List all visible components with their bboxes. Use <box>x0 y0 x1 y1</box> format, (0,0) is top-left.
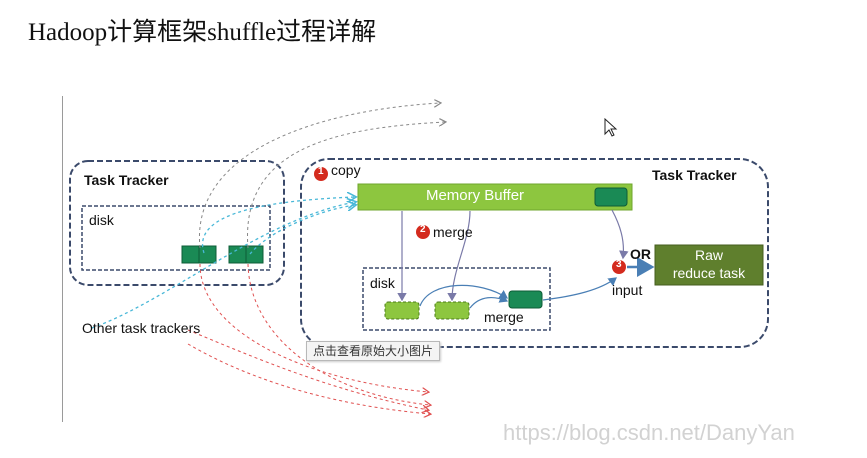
memory-buffer <box>357 183 633 211</box>
arrow-spill1-to-merged <box>419 284 508 307</box>
map-output-block-2 <box>228 245 264 264</box>
input-label: input <box>612 282 643 298</box>
raw-label-line1: Raw <box>694 247 723 263</box>
left-tracker-title: Task Tracker <box>84 172 169 188</box>
inner-merge-label: merge <box>484 309 524 325</box>
arrow-cyan-3 <box>249 205 355 255</box>
arrow-red-3 <box>187 329 428 410</box>
merged-file <box>508 290 543 309</box>
view-original-image-tooltip[interactable]: 点击查看原始大小图片 <box>306 341 441 361</box>
raw-label-line2: reduce task <box>672 265 746 281</box>
watermark: https://blog.csdn.net/DanyYan <box>503 420 795 445</box>
arrow-red-1 <box>199 263 428 392</box>
arrow-red-2 <box>247 263 430 405</box>
arrow-spill2-to-merged <box>469 293 509 309</box>
arrow-cyan-1 <box>201 197 355 254</box>
arrow-cyan-2 <box>91 202 355 329</box>
arrow-buffer-to-spill <box>447 210 471 302</box>
memory-buffer-label: Memory Buffer <box>425 187 525 204</box>
inner-disk-label: disk <box>370 275 395 291</box>
raw-reduce-task-box <box>654 244 764 286</box>
arrow-merged-to-input <box>542 277 617 301</box>
left-disk-label: disk <box>89 212 114 228</box>
right-tracker-title: Task Tracker <box>652 167 737 183</box>
page-title: Hadoop计算框架shuffle过程详解 <box>28 19 377 46</box>
arrow-buffer-to-raw <box>611 209 629 260</box>
or-label: OR <box>630 246 651 262</box>
copy-label: copy <box>331 162 361 178</box>
step-2-number: 2 <box>420 224 426 235</box>
left-task-tracker-box <box>69 160 285 286</box>
step-1-number: 1 <box>318 166 324 177</box>
divider-line <box>62 96 63 422</box>
left-disk-box <box>81 205 271 271</box>
arrow-grey-up-2 <box>247 122 445 249</box>
step-2-circle <box>416 225 430 239</box>
spill-file-2 <box>434 301 470 320</box>
arrow-red-4 <box>187 343 430 414</box>
spill-file-1 <box>384 301 420 320</box>
step-3-circle <box>612 260 626 274</box>
map-output-block-1 <box>181 245 217 264</box>
other-task-trackers-label: Other task trackers <box>82 320 201 336</box>
mouse-cursor-icon <box>604 117 618 143</box>
memory-buffer-segment <box>594 187 628 207</box>
step-3-number: 3 <box>616 259 622 270</box>
raw-reduce-task-label: Raw reduce task <box>655 246 763 282</box>
merge-label: merge <box>433 224 473 240</box>
step-1-circle <box>314 167 328 181</box>
